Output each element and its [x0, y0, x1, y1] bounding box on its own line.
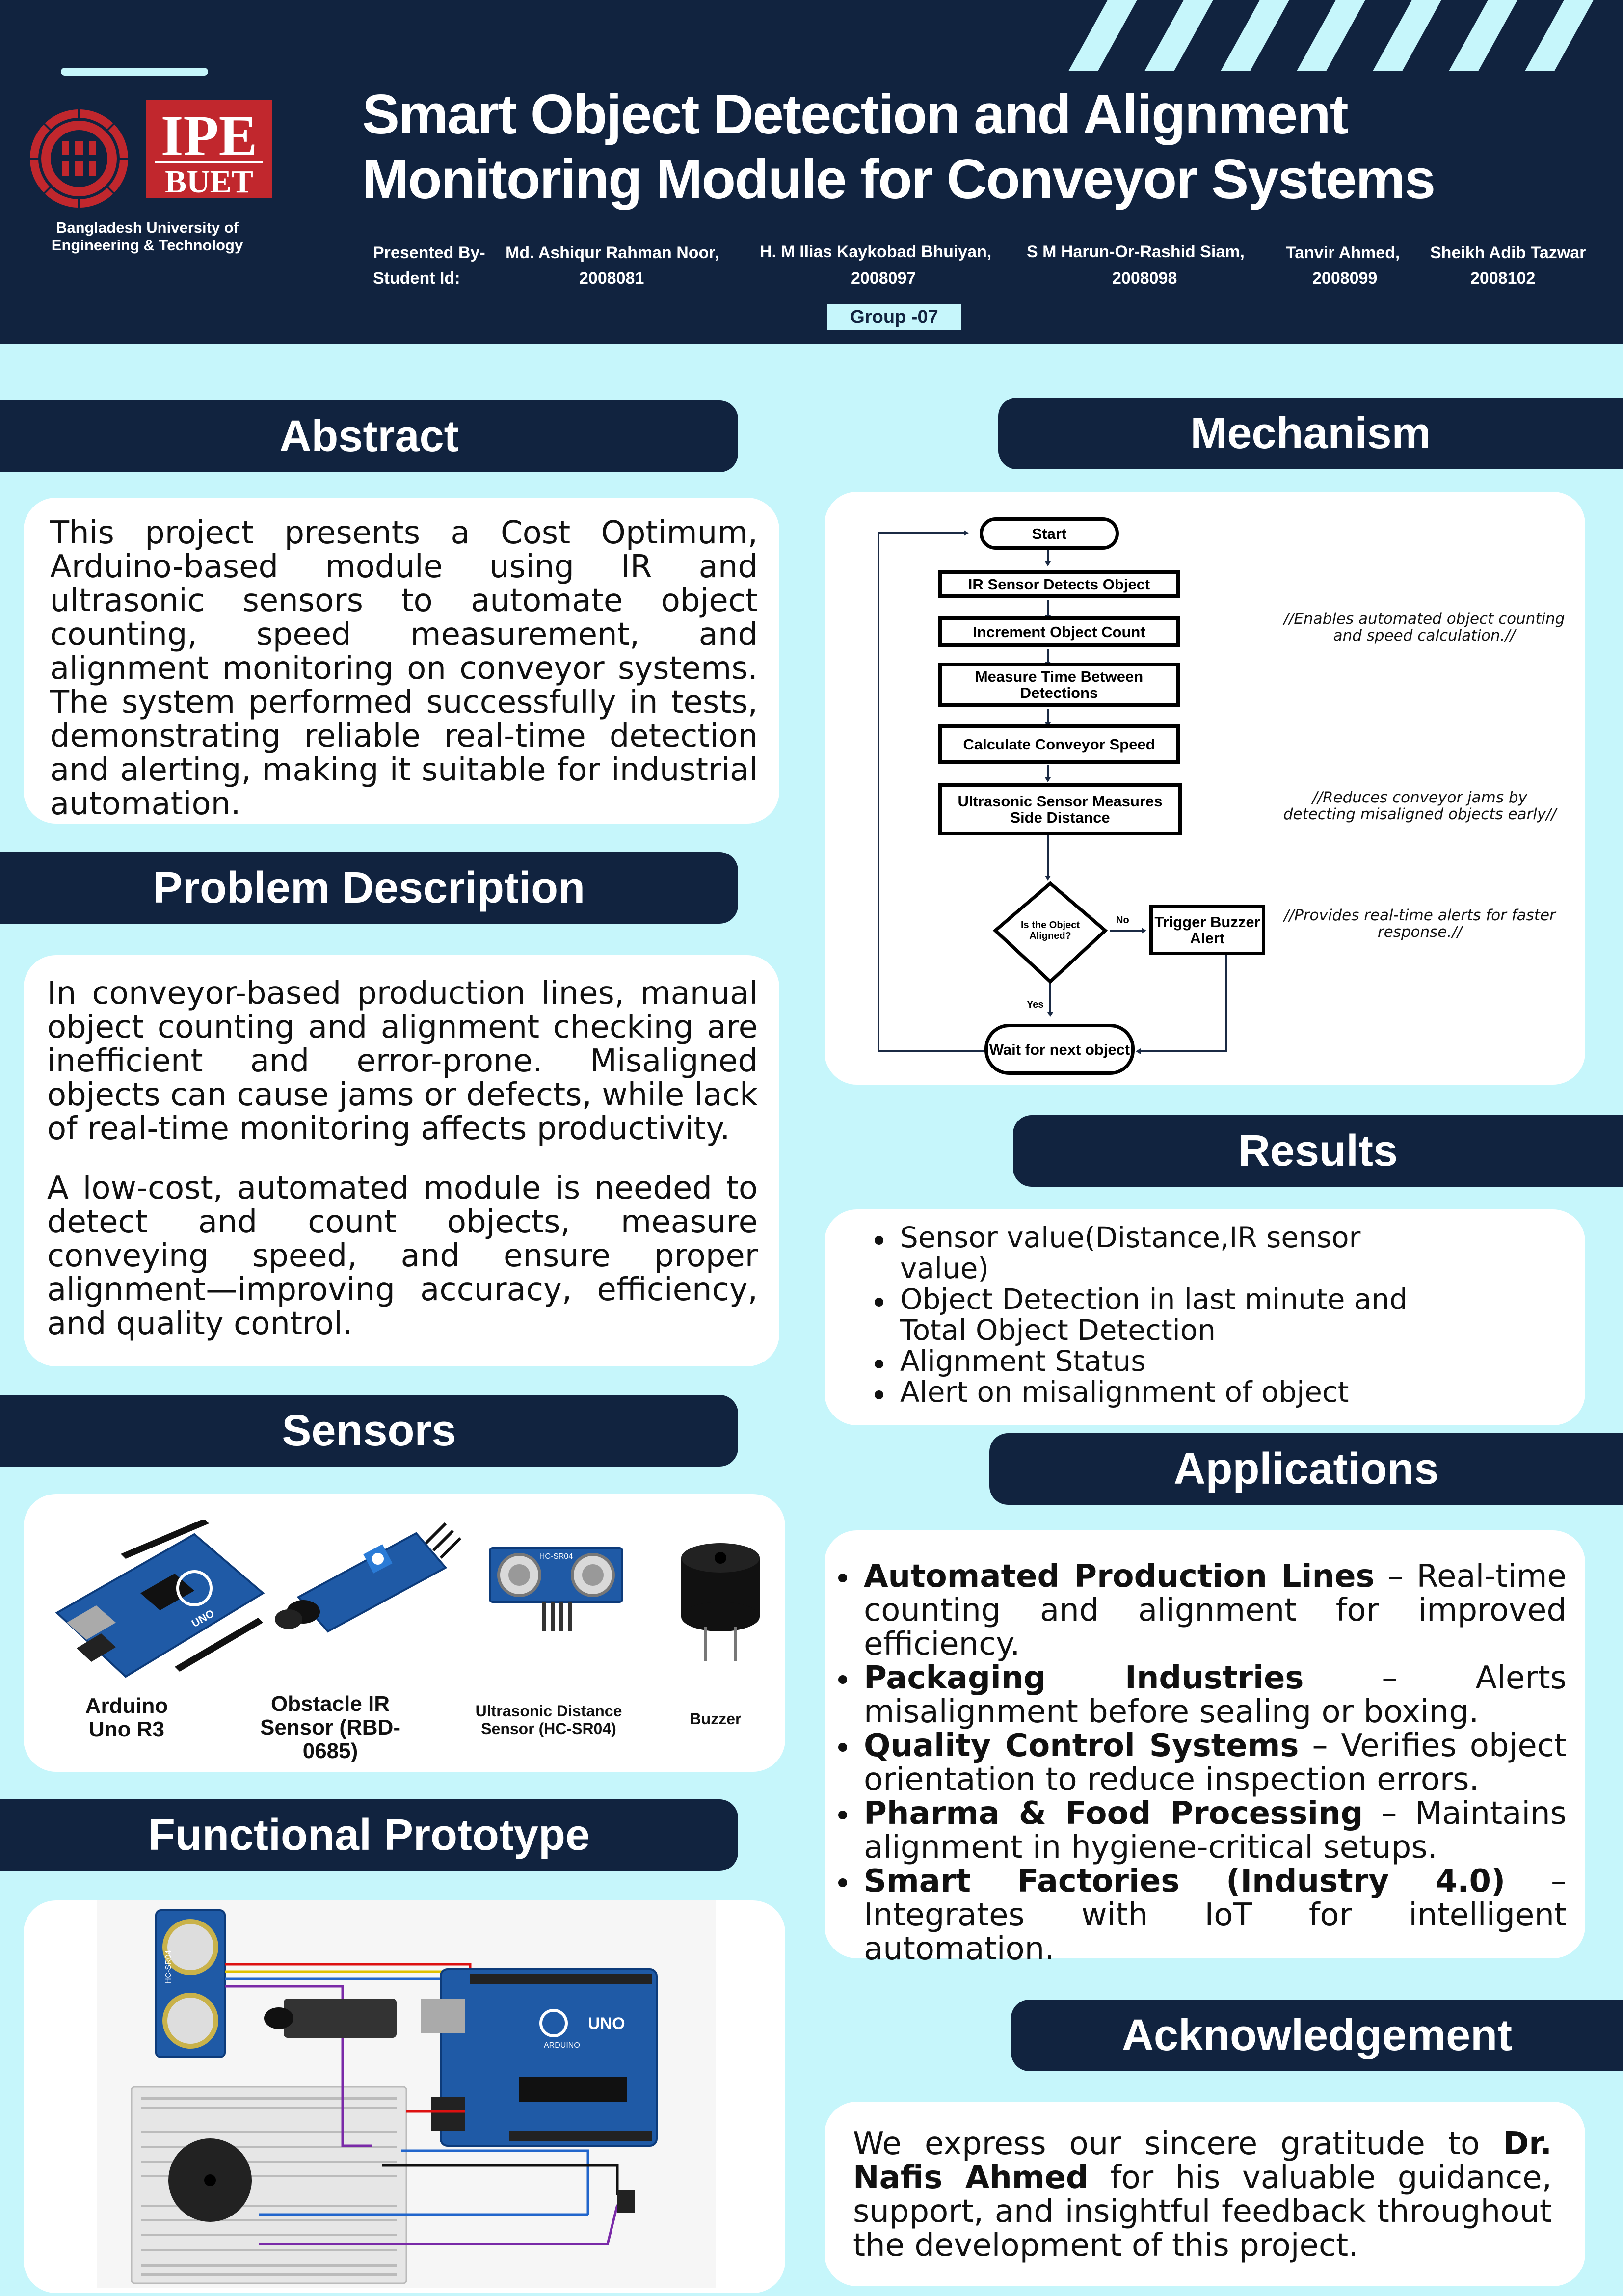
application-item: Pharma & Food Processing – Maintains ali… — [835, 1797, 1567, 1865]
flow-no-label: No — [1116, 915, 1129, 926]
advisor-name: Dr. Nafis Ahmed — [853, 2126, 1552, 2196]
group-tag: Group -07 — [827, 304, 961, 330]
sensors-heading: Sensors — [0, 1395, 738, 1467]
ir-sensor-image — [275, 1522, 462, 1633]
results-item: Object Detection in last minute and Tota… — [872, 1284, 1421, 1346]
flow-decision-label: Is the Object Aligned? — [1020, 920, 1080, 941]
sensor-label-ultrasonic: Ultrasonic Distance Sensor (HC-SR04) — [475, 1702, 622, 1737]
header-accent-line — [61, 68, 208, 76]
applications-heading: Applications — [989, 1433, 1623, 1505]
flow-ir-detect: IR Sensor Detects Object — [938, 570, 1180, 598]
poster-header: IPE BUET Bangladesh University of Engine… — [0, 0, 1623, 344]
results-list: Sensor value(Distance,IR sensor value) O… — [872, 1222, 1421, 1408]
results-heading: Results — [1013, 1115, 1623, 1187]
member-id: 2008098 — [1112, 269, 1177, 288]
application-item: Automated Production Lines – Real-time c… — [835, 1560, 1567, 1661]
prototype-heading: Functional Prototype — [0, 1799, 738, 1871]
header-stripes — [1068, 0, 1594, 71]
flow-start: Start — [980, 517, 1119, 550]
title-line-2: Monitoring Module for Conveyor Systems — [362, 148, 1436, 211]
title-line-1: Smart Object Detection and Alignment — [362, 83, 1349, 146]
flow-calc-speed: Calculate Conveyor Speed — [938, 724, 1180, 764]
acknowledgement-heading: Acknowledgement — [1011, 2000, 1623, 2071]
svg-text:IPE: IPE — [161, 104, 258, 168]
mechanism-heading: Mechanism — [998, 398, 1623, 469]
prototype-card: HC-SR04 UNO ARDUINO — [24, 1900, 785, 2293]
applications-card: Automated Production Lines – Real-time c… — [825, 1530, 1585, 1966]
ipe-buet-logo: IPE BUET — [146, 100, 272, 198]
sensors-card: UNO HC-SR04 Arduino Uno R3 Obstacle IR — [24, 1494, 785, 1772]
flow-buzzer-alert: Trigger Buzzer Alert — [1149, 905, 1265, 955]
acknowledgement-text: We express our sincere gratitude to Dr. … — [853, 2126, 1552, 2264]
application-item: Packaging Industries – Alerts misalignme… — [835, 1661, 1567, 1729]
problem-paragraph-2: A low-cost, automated module is needed t… — [47, 1170, 758, 1342]
prototype-circuit-diagram: HC-SR04 UNO ARDUINO — [97, 1900, 716, 2288]
flow-note-3: //Provides real-time alerts for faster r… — [1284, 907, 1556, 941]
member-id: 2008097 — [851, 269, 916, 288]
prototype-sensor-marking: HC-SR04 — [164, 1950, 173, 1984]
member-name: H. M Ilias Kaykobad Bhuiyan, — [760, 242, 992, 261]
problem-card: In conveyor-based production lines, manu… — [24, 955, 779, 1366]
ultrasonic-marking: HC-SR04 — [539, 1552, 573, 1561]
member-id: 2008102 — [1470, 269, 1536, 288]
results-card: Sensor value(Distance,IR sensor value) O… — [825, 1209, 1585, 1425]
flowchart-connectors — [878, 530, 1227, 1054]
poster-title: Smart Object Detection and Alignment Mon… — [362, 82, 1589, 212]
flow-wait: Wait for next object — [984, 1024, 1135, 1075]
applications-list: Automated Production Lines – Real-time c… — [835, 1560, 1567, 1966]
member-name: Tanvir Ahmed, — [1286, 243, 1400, 262]
university-name: Bangladesh University of Engineering & T… — [51, 219, 243, 254]
svg-text:BUET: BUET — [165, 164, 253, 198]
flow-note-2: //Reduces conveyor jams by detecting mis… — [1283, 789, 1557, 823]
student-id-label: Student Id: — [373, 269, 460, 288]
sensor-label-arduino: Arduino Uno R3 — [85, 1694, 168, 1741]
flow-ultrasonic: Ultrasonic Sensor Measures Side Distance — [938, 783, 1182, 835]
flow-increment-count: Increment Object Count — [938, 616, 1180, 647]
flow-measure-time: Measure Time Between Detections — [938, 663, 1180, 707]
abstract-text: This project presents a Cost Optimum, Ar… — [50, 515, 758, 822]
buet-seal-logo — [30, 109, 128, 208]
member-id: 2008099 — [1312, 269, 1378, 288]
member-name: S M Harun-Or-Rashid Siam, — [1027, 242, 1245, 261]
problem-heading: Problem Description — [0, 852, 738, 924]
results-item: Alignment Status — [872, 1346, 1421, 1377]
results-item: Alert on misalignment of object — [872, 1377, 1421, 1408]
prototype-board-brand: ARDUINO — [544, 2041, 580, 2050]
ultrasonic-sensor-image: HC-SR04 — [489, 1547, 623, 1631]
abstract-heading: Abstract — [0, 400, 738, 472]
member-name: Sheikh Adib Tazwar — [1430, 243, 1586, 262]
sensor-label-ir: Obstacle IR Sensor (RBD- 0685) — [260, 1692, 401, 1763]
problem-text: In conveyor-based production lines, manu… — [47, 977, 758, 1341]
prototype-board-label: UNO — [588, 2014, 625, 2033]
member-name: Md. Ashiqur Rahman Noor, — [506, 243, 719, 262]
arduino-uno-image: UNO — [55, 1520, 265, 1678]
results-item: Sensor value(Distance,IR sensor value) — [872, 1222, 1421, 1284]
flow-yes-label: Yes — [1027, 999, 1044, 1010]
buzzer-image — [681, 1543, 760, 1661]
mechanism-card: Start IR Sensor Detects Object Increment… — [825, 492, 1585, 1085]
problem-paragraph-1: In conveyor-based production lines, manu… — [47, 975, 758, 1147]
member-id: 2008081 — [579, 269, 644, 288]
application-item: Quality Control Systems – Verifies objec… — [835, 1729, 1567, 1797]
flow-note-1: //Enables automated object counting and … — [1283, 610, 1565, 644]
abstract-card: This project presents a Cost Optimum, Ar… — [24, 498, 779, 824]
presented-by-label: Presented By- — [373, 243, 485, 262]
acknowledgement-card: We express our sincere gratitude to Dr. … — [825, 2102, 1585, 2286]
sensor-label-buzzer: Buzzer — [690, 1710, 742, 1728]
application-item: Smart Factories (Industry 4.0) – Integra… — [835, 1865, 1567, 1966]
